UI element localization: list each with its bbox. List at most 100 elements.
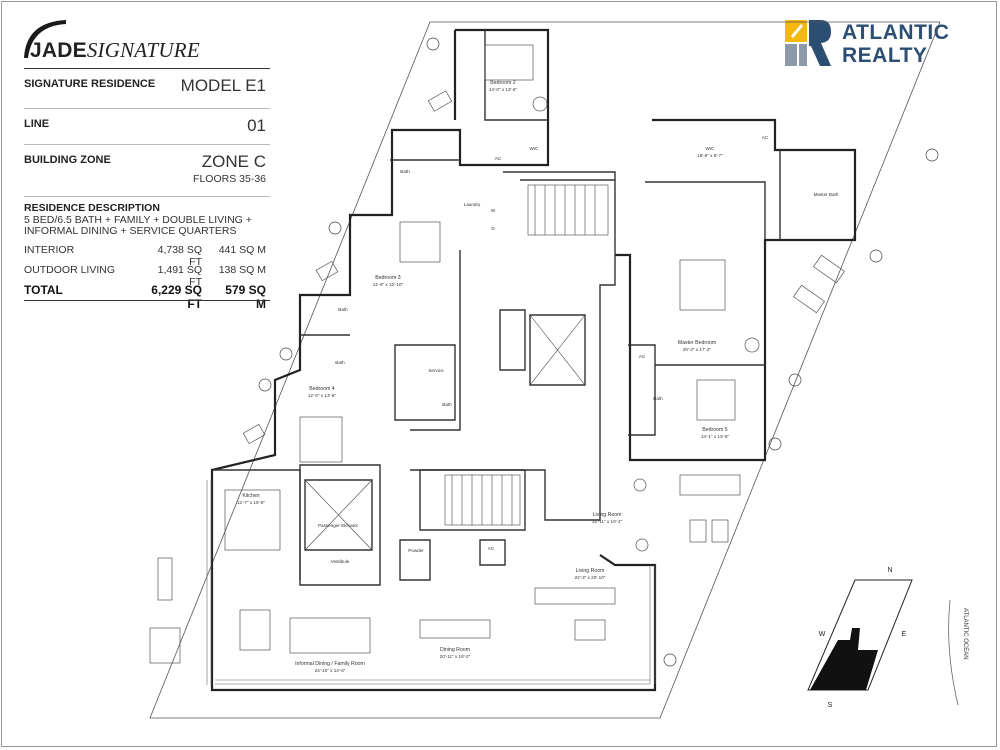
dining-room-dim: 20'-11" x 16'-2" <box>440 654 471 659</box>
living-room-2-label: Living Room <box>576 568 605 574</box>
sectional-sofa-icon <box>149 627 181 664</box>
sofa-icon <box>534 587 616 605</box>
dining-table-icon <box>419 619 491 639</box>
plant-icon <box>869 249 883 263</box>
powder-label: Powder <box>408 548 424 553</box>
plant-icon <box>328 221 342 235</box>
room-labels: Bedroom 2 14'-0" x 13'-6" Bath AC WIC La… <box>237 80 839 673</box>
exterior-walls <box>210 28 857 692</box>
interior-sqft: 4,738 SQ FT <box>157 244 202 268</box>
bedroom-4-label: Bedroom 4 <box>309 386 334 392</box>
jade-logo-mark <box>24 20 66 58</box>
bath-a-label: Bath <box>400 169 410 174</box>
vestibule-label: Vestibule <box>331 559 350 564</box>
bath-e-label: Bath <box>653 396 663 401</box>
wic-master-dim: 18'-9" x 8'-7" <box>697 153 723 158</box>
area-outdoor: OUTDOOR LIVING 1,491 SQ FT 138 SQ M <box>24 264 274 288</box>
floors-value: FLOORS 35-36 <box>193 173 266 185</box>
passenger-elevator-label: Passenger Elevator <box>318 523 359 528</box>
plant-icon <box>925 148 939 162</box>
zone-value: ZONE C <box>201 152 266 171</box>
bedroom-2-label: Bedroom 2 <box>490 80 515 86</box>
outdoor-label: OUTDOOR LIVING <box>24 264 116 276</box>
bedroom-4-dim: 12'-0" x 13'-6" <box>308 393 337 398</box>
master-bedroom-dim: 20'-3" x 17'-3" <box>683 347 712 352</box>
bedroom-5-label: Bedroom 5 <box>702 427 727 433</box>
interior-label: INTERIOR <box>24 244 75 256</box>
brand-line-1: ATLANTIC <box>842 21 950 44</box>
bed-icon <box>679 259 726 311</box>
lounge-chair-icon <box>689 519 707 543</box>
master-bedroom-label: Master Bedroom <box>678 340 716 346</box>
area-total: TOTAL 6,229 SQ FT 579 SQ M <box>24 283 274 311</box>
description-title: RESIDENCE DESCRIPTION <box>24 202 160 214</box>
site-compass: N S E W ATLANTIC OCEAN <box>807 567 968 709</box>
lounge-chair-icon <box>793 284 825 314</box>
lounge-chair-icon <box>711 519 729 543</box>
chair-icon <box>532 96 548 112</box>
stairs <box>444 184 609 526</box>
spec-bottom-rule <box>24 299 270 301</box>
coffee-table-icon <box>574 619 606 641</box>
line-label: LINE <box>24 118 50 130</box>
wic-a-label: WIC <box>530 146 540 151</box>
ac-a-label: AC <box>495 156 502 161</box>
plant-icon <box>768 437 782 451</box>
plant-icon <box>279 347 293 361</box>
w-label: W <box>491 208 496 213</box>
bedroom-2-dim: 14'-0" x 13'-6" <box>489 87 518 92</box>
outdoor-sqft: 1,491 SQ FT <box>157 264 202 288</box>
dining-room-label: Dining Room <box>440 647 470 653</box>
spec-row-zone: BUILDING ZONE ZONE C FLOORS 35-36 <box>24 146 270 197</box>
kitchen-label: Kitchen <box>242 493 259 499</box>
outdoor-sqm: 138 SQ M <box>218 264 266 276</box>
living-room-1-dim: 15'-11" x 10'-2" <box>592 519 623 524</box>
zone-label: BUILDING ZONE <box>24 154 111 166</box>
bed-icon <box>399 221 441 263</box>
compass-south: S <box>828 702 833 709</box>
sofa-icon <box>679 474 741 496</box>
bed-icon <box>299 416 343 463</box>
living-room-1-label: Living Room <box>593 512 622 518</box>
bedroom-5-dim: 14'-1" x 13'-9" <box>701 434 730 439</box>
brand-line-2: REALTY <box>842 44 928 67</box>
model-value: MODEL E1 <box>180 76 266 95</box>
bath-d-label: Bath <box>442 402 452 407</box>
description-body: 5 BED/6.5 BATH + FAMILY + DOUBLE LIVING … <box>24 214 252 237</box>
d-label: D <box>491 226 495 231</box>
lounge-chair-icon <box>813 254 845 284</box>
chair-icon <box>635 538 649 552</box>
atlantic-realty-logo-icon <box>785 20 831 66</box>
plants <box>258 37 939 667</box>
total-sqm: 579 SQ M <box>225 283 266 311</box>
service-label: Service <box>428 368 444 373</box>
bath-c-label: Bath <box>335 360 345 365</box>
logo-part-1: JADE <box>30 39 87 62</box>
chair-icon <box>744 337 760 353</box>
spec-row-line: LINE 01 <box>24 110 270 145</box>
bath-b-label: Bath <box>338 307 348 312</box>
compass-east: E <box>902 631 907 638</box>
sofa-icon <box>289 617 371 654</box>
spec-row-residence: SIGNATURE RESIDENCE MODEL E1 <box>24 72 270 109</box>
spec-top-rule <box>24 68 270 70</box>
bedroom-3-label: Bedroom 3 <box>375 275 400 281</box>
bedroom-3-dim: 11'-9" x 12'-10" <box>373 282 404 287</box>
ac-d-label: AC <box>639 354 646 359</box>
coastline <box>948 599 959 706</box>
informal-dining-label: Informal Dining / Family Room <box>295 661 365 667</box>
logo-part-2: SIGNATURE <box>86 38 200 62</box>
ac-b-label: AC <box>488 546 495 551</box>
ac-c-label: AC <box>762 135 769 140</box>
plant-icon <box>258 378 272 392</box>
compass-north: N <box>887 567 892 574</box>
plant-icon <box>663 653 677 667</box>
lounge-chair-icon <box>427 90 453 112</box>
informal-dining-dim: 23'-10" x 14'-6" <box>315 668 346 673</box>
plant-icon <box>788 373 802 387</box>
furniture <box>149 44 845 664</box>
chair-icon <box>633 478 647 492</box>
kitchen-dim: 12'-7" x 15'-8" <box>237 500 266 505</box>
